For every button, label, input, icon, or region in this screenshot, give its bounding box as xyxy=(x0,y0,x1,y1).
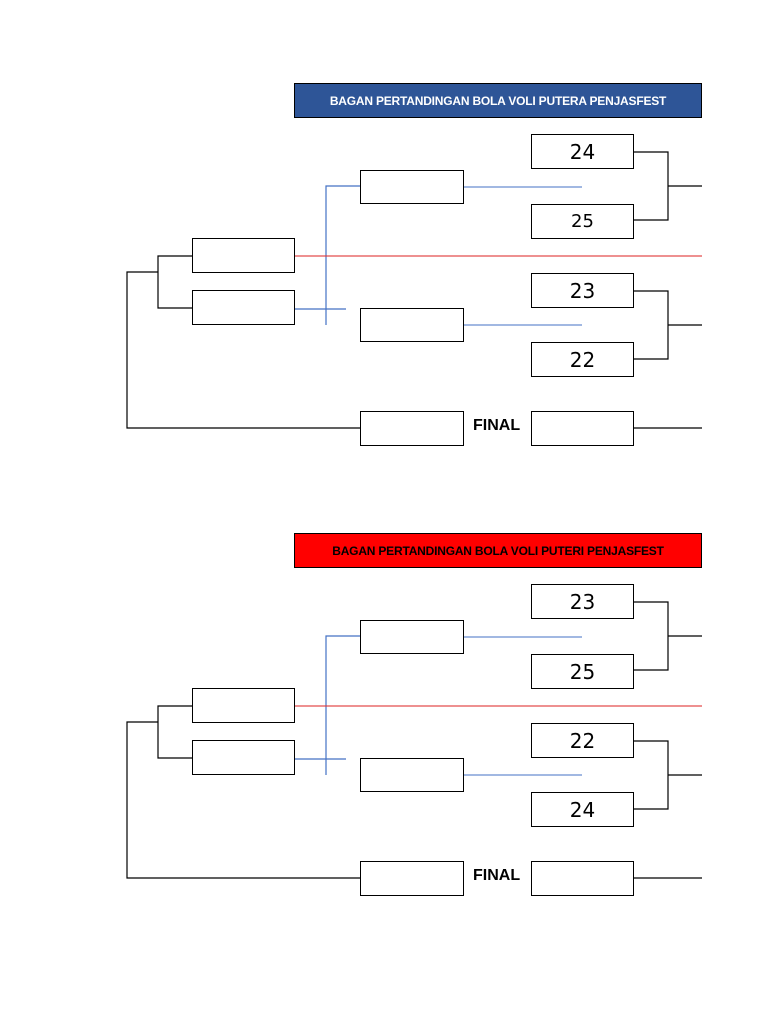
team-box: 24 xyxy=(531,792,634,827)
team-box: 24 xyxy=(531,134,634,169)
connector-line xyxy=(157,705,192,759)
semifinal-box xyxy=(360,620,464,654)
quarter-box xyxy=(192,740,295,775)
team-box: 25 xyxy=(531,204,634,239)
team-box: 23 xyxy=(531,584,634,619)
connector-line xyxy=(634,740,669,810)
connector-line xyxy=(634,601,669,671)
final-right-box xyxy=(531,861,634,896)
connector-line xyxy=(126,271,360,429)
team-box: 22 xyxy=(531,723,634,758)
bracket-lines xyxy=(126,151,702,429)
bracket-putera: BAGAN PERTANDINGAN BOLA VOLI PUTERA PENJ… xyxy=(0,83,768,533)
team-box: 22 xyxy=(531,342,634,377)
connector-line xyxy=(157,255,192,309)
bracket-title: BAGAN PERTANDINGAN BOLA VOLI PUTERA PENJ… xyxy=(294,83,702,118)
final-left-box xyxy=(360,861,464,896)
quarter-box xyxy=(192,238,295,273)
bracket-title: BAGAN PERTANDINGAN BOLA VOLI PUTERI PENJ… xyxy=(294,533,702,568)
blue-connector-line xyxy=(325,635,360,775)
bracket-lines xyxy=(126,601,702,879)
semifinal-box xyxy=(360,308,464,342)
bracket-puteri: BAGAN PERTANDINGAN BOLA VOLI PUTERI PENJ… xyxy=(0,533,768,983)
final-label: FINAL xyxy=(473,417,521,434)
team-box: 23 xyxy=(531,273,634,308)
team-box: 25 xyxy=(531,654,634,689)
final-right-box xyxy=(531,411,634,446)
connector-line xyxy=(634,290,669,360)
connector-line xyxy=(634,151,669,221)
semifinal-box xyxy=(360,170,464,204)
connector-line xyxy=(126,721,360,879)
quarter-box xyxy=(192,688,295,723)
semifinal-box xyxy=(360,758,464,792)
blue-connector-line xyxy=(325,185,360,325)
quarter-box xyxy=(192,290,295,325)
final-left-box xyxy=(360,411,464,446)
final-label: FINAL xyxy=(473,867,521,884)
